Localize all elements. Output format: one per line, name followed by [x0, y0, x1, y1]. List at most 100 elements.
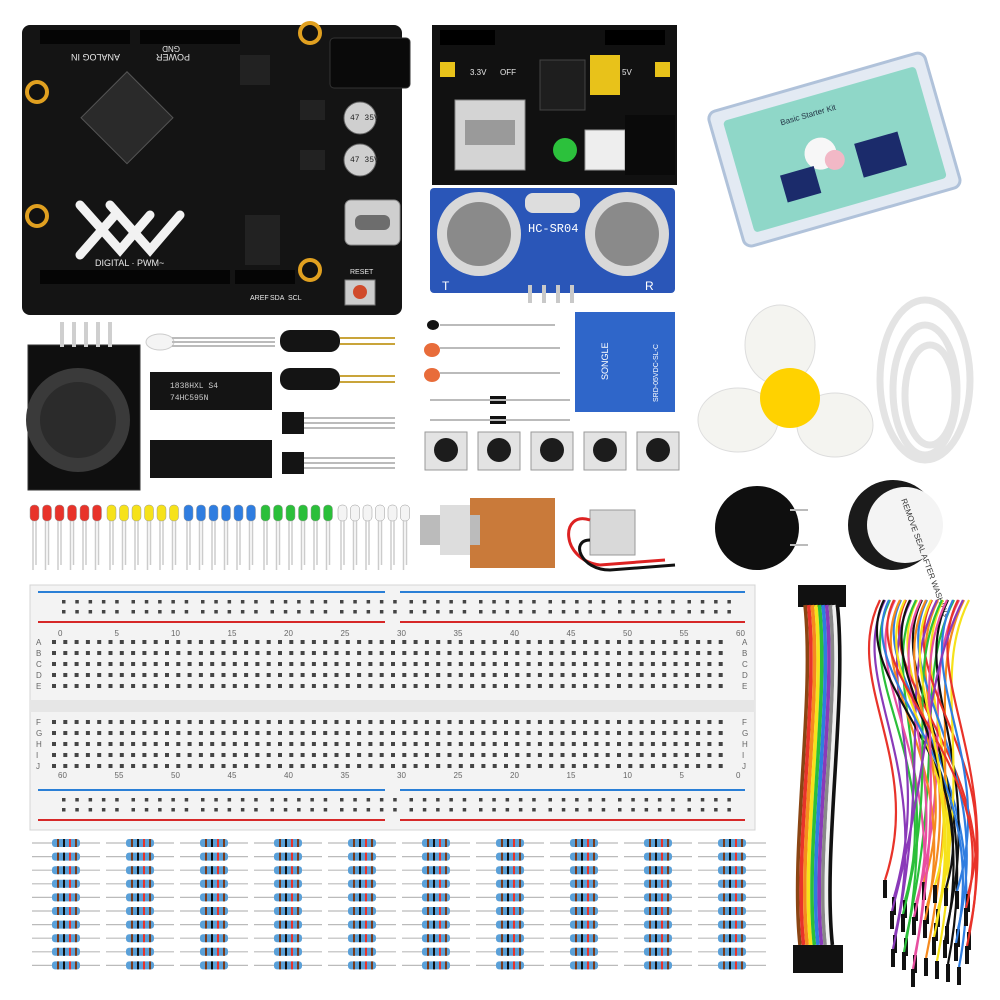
breadboard-hole — [458, 720, 463, 724]
rail-hole — [323, 808, 328, 812]
breadboard-hole — [492, 742, 497, 746]
jumper-wire — [935, 599, 960, 927]
resistor — [106, 907, 174, 915]
breadboard-hole — [639, 764, 644, 768]
breadboard-hole — [504, 640, 508, 644]
breadboard-hole — [413, 651, 418, 655]
breadboard-hole — [470, 673, 475, 677]
rail-hole — [88, 808, 93, 812]
breadboard-hole — [662, 640, 667, 644]
breadboard-hole — [278, 731, 282, 735]
breadboard-hole — [232, 662, 237, 666]
breadboard-hole — [650, 764, 655, 768]
wire-pin — [891, 949, 895, 967]
breadboard-hole — [492, 662, 497, 666]
resistor — [550, 852, 618, 861]
breadboard-hole — [187, 673, 192, 677]
breadboard-hole — [673, 684, 678, 688]
breadboard-hole — [583, 662, 588, 666]
rail-hole — [340, 610, 344, 614]
breadboard-hole — [673, 753, 678, 757]
jumper-wire — [924, 599, 965, 959]
breadboard-hole — [504, 764, 508, 768]
wire-pin — [955, 891, 959, 909]
resistor — [698, 879, 766, 888]
breadboard-hole — [639, 753, 644, 757]
breadboard-hole — [707, 742, 712, 746]
resistor — [402, 947, 470, 956]
ultrasonic-sensor: HC-SR04 T R — [430, 188, 675, 303]
breadboard-hole — [617, 684, 621, 688]
cable-icon — [876, 296, 974, 464]
rail-hole — [575, 798, 579, 802]
ribbon-wire — [795, 604, 810, 946]
rail-hole — [462, 610, 467, 614]
breadboard-hole — [707, 764, 712, 768]
breadboard-hole — [391, 742, 395, 746]
resistor — [328, 907, 396, 915]
rail-hole — [297, 610, 301, 614]
col-label: 25 — [454, 771, 463, 780]
resistor — [328, 961, 396, 970]
resistor — [624, 961, 692, 970]
rail-hole — [657, 610, 662, 614]
breadboard-hole — [639, 731, 644, 735]
breadboard-hole — [413, 731, 418, 735]
rail-hole — [714, 600, 718, 604]
rail-hole — [131, 808, 135, 812]
breadboard-hole — [458, 764, 463, 768]
breadboard-hole — [255, 684, 260, 688]
breadboard-hole — [198, 684, 203, 688]
breadboard-hole — [537, 673, 542, 677]
breadboard-hole — [684, 640, 689, 644]
breadboard-hole — [470, 720, 475, 724]
breadboard-hole — [210, 753, 215, 757]
breadboard-hole — [549, 764, 554, 768]
breadboard-hole — [549, 651, 554, 655]
breadboard-hole — [492, 720, 497, 724]
jumper-wire — [918, 599, 947, 938]
breadboard-hole — [481, 742, 486, 746]
breadboard-hole — [391, 684, 395, 688]
breadboard-hole — [583, 764, 588, 768]
breadboard-hole — [368, 662, 373, 666]
breadboard-hole — [266, 673, 271, 677]
breadboard-hole — [402, 651, 407, 655]
breadboard-hole — [255, 731, 260, 735]
breadboard-hole — [402, 662, 407, 666]
rail-hole — [201, 610, 205, 614]
rail-hole — [75, 798, 79, 802]
resistor — [180, 879, 248, 888]
breadboard-hole — [560, 764, 565, 768]
breadboard-hole — [266, 720, 271, 724]
breadboard-hole — [424, 640, 429, 644]
breadboard-hole — [605, 764, 610, 768]
breadboard-hole — [436, 720, 441, 724]
breadboard-hole — [583, 684, 588, 688]
rail-hole — [618, 798, 622, 802]
breadboard-hole — [63, 742, 68, 746]
breadboard-hole — [187, 684, 192, 688]
rail-hole — [323, 600, 328, 604]
rail-hole — [131, 610, 135, 614]
breadboard-hole — [165, 720, 169, 724]
breadboard-hole — [605, 742, 610, 746]
breadboard-hole — [583, 640, 588, 644]
resistor — [476, 947, 544, 956]
led — [183, 504, 194, 570]
breadboard-hole — [74, 742, 79, 746]
breadboard-hole — [617, 764, 621, 768]
breadboard-hole — [255, 662, 260, 666]
breadboard-hole — [311, 742, 316, 746]
breadboard-hole — [639, 720, 644, 724]
row-label: I — [742, 751, 744, 760]
cap-label: 47 35V — [350, 156, 379, 165]
rail-hole — [462, 808, 467, 812]
col-label: 30 — [397, 629, 406, 638]
breadboard-hole — [244, 764, 249, 768]
rail-hole — [644, 798, 649, 802]
breadboard-hole — [345, 673, 350, 677]
ribbon-wire — [806, 604, 820, 946]
breadboard-hole — [176, 720, 181, 724]
rail-hole — [366, 600, 371, 604]
